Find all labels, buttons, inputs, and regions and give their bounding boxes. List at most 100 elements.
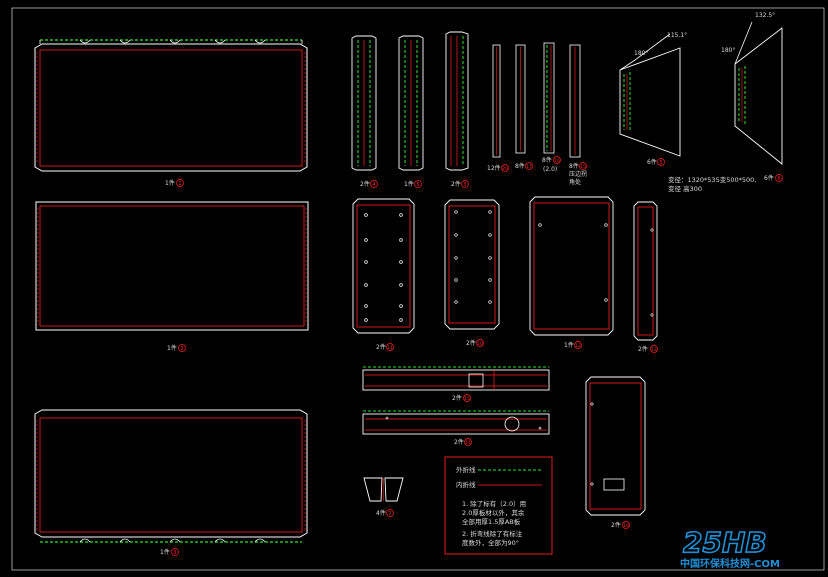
label-part-13: 2件 [638,345,648,353]
bracket-part-7 [363,477,404,502]
label-part-15-note2: 角处 [569,178,581,186]
label-part-15: 8件 [569,162,579,170]
strip-part-17 [515,44,526,154]
strip-part-15 [569,44,581,158]
svg-text:中国环保科技网-COM: 中国环保科技网-COM [680,557,780,570]
svg-text:16: 16 [554,158,560,164]
strip-part-16 [543,42,555,154]
label-part-14b: 2件 [454,438,464,446]
part-number-circle: 10 [476,339,484,347]
part-number-circle: 19 [622,521,630,529]
part-number-circle: 11 [386,343,394,351]
label-part-10: 2件 [466,339,476,347]
svg-text:5: 5 [659,160,662,166]
svg-text:14: 14 [465,440,471,446]
label-part-5: 6件 [647,158,657,166]
legend-note1-line3: 全部用厚1.5厚AB板 [462,517,521,526]
angle-label-1: 180° [634,50,648,57]
label-part-1a: 1件 [165,179,175,187]
part-number-circle: 15 [579,162,587,170]
part-number-circle: 14 [464,438,472,446]
legend-outer-fold: 外折线 [456,465,476,474]
svg-text:25HB: 25HB [683,526,767,559]
svg-text:10: 10 [477,341,483,347]
label-part-16-note: (2.0) [543,166,557,173]
transition-piece-part-5 [619,33,681,157]
label-part-2c: 2件 [451,180,461,188]
part-number-circle: 20 [501,164,509,172]
legend-note2-line2: 度数外，全部为90° [462,538,519,547]
part-number-circle: 12 [574,341,582,349]
legend-box [444,456,553,555]
strip-part-20 [492,44,501,158]
horizontal-bar-part-13 [362,366,550,391]
svg-text:7: 7 [388,511,391,517]
flanged-panel-part-12 [529,196,614,336]
svg-text:19: 19 [623,523,629,529]
narrow-panel-part-13 [633,201,658,341]
legend-note1-line2: 2.0厚板材以外，其余 [462,508,525,517]
label-part-14a: 2件 [452,394,462,402]
part-number-circle: 3 [461,180,469,188]
transition-piece-part-6 [734,21,783,165]
label-part-6: 6件 [764,174,774,182]
angle-label-4: 132.5° [755,12,775,19]
label-part-1b: 1件 [167,344,177,352]
part-number-circle: 3 [171,548,179,556]
svg-text:1: 1 [178,181,181,187]
channel-part-c [445,31,469,171]
channel-part-a [351,35,377,171]
part-number-circle: 5 [657,158,665,166]
svg-text:5: 5 [416,182,419,188]
part-3-panel [34,409,308,543]
horizontal-bar-part-14 [362,410,550,435]
part-1-panel [34,39,308,172]
part-number-circle: 7 [386,509,394,517]
label-part-19: 2件 [611,521,621,529]
part-number-circle: 5 [414,180,422,188]
svg-text:17: 17 [526,164,532,170]
svg-text:13: 13 [464,396,470,402]
part-2-panel [35,201,309,331]
channel-part-b [398,35,424,171]
label-part-11: 2件 [376,343,386,351]
svg-text:4: 4 [372,182,375,188]
label-part-7: 4件 [376,509,386,517]
part-number-circle: 12 [650,345,658,353]
svg-text:20: 20 [502,166,508,172]
flanged-panel-part-10 [444,199,500,330]
svg-text:12: 12 [575,343,581,349]
part-number-circle: 6 [775,174,783,182]
drawing-border [11,7,825,571]
legend-inner-fold: 内折线 [456,480,476,489]
svg-text:12: 12 [651,347,657,353]
svg-text:2: 2 [180,346,183,352]
svg-text:11: 11 [387,345,393,351]
label-part-2a: 2件 [360,180,370,188]
svg-text:3: 3 [463,182,466,188]
label-part-2b: 1件 [404,180,414,188]
part-number-circle: 2 [178,344,186,352]
svg-text:3: 3 [173,550,176,556]
angle-label-3: 180° [721,47,735,54]
tall-panel-part-19 [585,376,646,516]
label-part-12: 1件 [564,341,574,349]
svg-text:6: 6 [777,176,780,182]
flanged-panel-part-11 [352,198,415,334]
label-part-15-note1: 压边拐 [569,170,587,178]
spec-note-line-1: 变径：1320*535变500*500, [668,175,756,184]
watermark-logo: 25HB 中国环保科技网-COM [680,525,780,570]
legend-note2-line1: 2. 折弯线除了有标注 [462,529,523,538]
angle-label-2: 115.1° [667,32,687,39]
part-number-circle: 4 [370,180,378,188]
part-number-circle: 13 [463,394,471,402]
label-part-20: 12件 [487,164,501,172]
label-part-16: 8件 [542,156,552,164]
part-number-circle: 17 [525,162,533,170]
label-part-17: 8件 [515,162,525,170]
label-part-1c: 1件 [160,548,170,556]
svg-text:15: 15 [580,164,586,170]
part-number-circle: 16 [553,156,561,164]
part-number-circle: 1 [176,179,184,187]
